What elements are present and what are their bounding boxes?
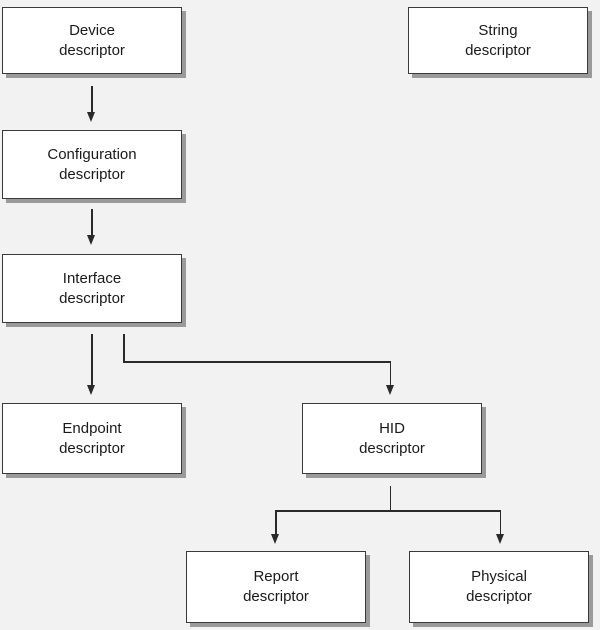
- interface-to-hid-connector-drop: [389, 361, 391, 385]
- physical-descriptor-node: Physical descriptor: [409, 551, 589, 623]
- endpoint-descriptor-label-line1: Endpoint: [62, 419, 122, 437]
- configuration-descriptor-node: Configuration descriptor: [2, 130, 182, 199]
- configuration-to-interface-arrowhead: [87, 235, 96, 245]
- hid-to-physical-connector-drop: [499, 510, 501, 534]
- endpoint-descriptor-node: Endpoint descriptor: [2, 403, 182, 474]
- string-descriptor-label-line2: descriptor: [465, 41, 531, 59]
- hid-descriptor-node: HID descriptor: [302, 403, 482, 474]
- endpoint-descriptor-label-line2: descriptor: [59, 439, 125, 457]
- interface-to-endpoint-connector: [91, 334, 93, 385]
- device-descriptor-label: Device descriptor: [59, 21, 125, 61]
- report-descriptor-label-line2: descriptor: [243, 588, 309, 605]
- hid-descriptor-label-line2: descriptor: [359, 439, 425, 457]
- report-descriptor-label-line1: Report: [253, 568, 299, 585]
- report-descriptor-node: Report descriptor: [186, 551, 366, 623]
- hid-to-physical-arrowhead: [495, 534, 504, 544]
- string-descriptor-node: String descriptor: [408, 7, 588, 74]
- string-descriptor-label: String descriptor: [465, 21, 531, 61]
- configuration-descriptor-label: Configuration descriptor: [47, 145, 136, 185]
- interface-descriptor-node: Interface descriptor: [2, 254, 182, 323]
- hid-descriptor-label: HID descriptor: [359, 419, 425, 459]
- configuration-descriptor-label-line1: Configuration: [47, 145, 137, 163]
- device-descriptor-label-line2: descriptor: [59, 41, 125, 59]
- device-to-configuration-connector: [91, 86, 93, 112]
- configuration-to-interface-connector: [91, 209, 93, 235]
- hid-to-report-connector-drop: [275, 510, 277, 534]
- hid-to-children-connector-stem: [389, 486, 391, 511]
- interface-to-endpoint-arrowhead: [87, 385, 96, 395]
- hid-to-children-connector-horizontal: [275, 510, 501, 512]
- physical-descriptor-label: Physical descriptor: [466, 567, 532, 607]
- device-to-configuration-arrowhead: [87, 112, 96, 122]
- physical-descriptor-label-line2: descriptor: [466, 588, 532, 605]
- interface-to-hid-connector-vertical: [123, 334, 125, 362]
- configuration-descriptor-label-line2: descriptor: [59, 165, 125, 183]
- physical-descriptor-label-line1: Physical: [471, 568, 527, 585]
- interface-descriptor-label: Interface descriptor: [59, 269, 125, 309]
- interface-to-hid-connector-horizontal: [123, 361, 391, 363]
- interface-descriptor-label-line2: descriptor: [59, 289, 125, 307]
- report-descriptor-label: Report descriptor: [243, 567, 309, 607]
- device-descriptor-label-line1: Device: [69, 21, 115, 39]
- endpoint-descriptor-label: Endpoint descriptor: [59, 419, 125, 459]
- hid-to-report-arrowhead: [271, 534, 280, 544]
- interface-descriptor-label-line1: Interface: [62, 269, 122, 287]
- device-descriptor-node: Device descriptor: [2, 7, 182, 74]
- interface-to-hid-arrowhead: [385, 385, 394, 395]
- hid-descriptor-label-line1: HID: [379, 419, 405, 437]
- string-descriptor-label-line1: String: [478, 21, 518, 39]
